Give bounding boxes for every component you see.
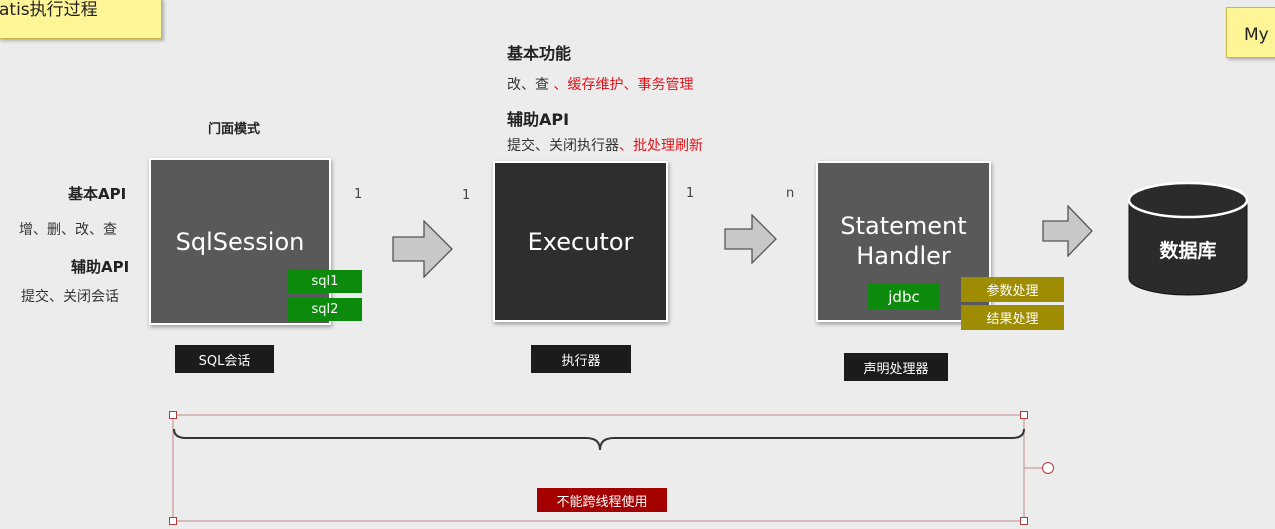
session-multiplicity: 1 <box>354 187 363 202</box>
handler-in-multiplicity: n <box>786 186 795 201</box>
jdbc-tag[interactable]: jdbc <box>868 284 940 309</box>
executor-caption[interactable]: 执行器 <box>531 345 631 373</box>
resize-handle-br[interactable] <box>1020 517 1028 525</box>
database-label: 数据库 <box>1159 240 1217 262</box>
sqlsession-label: SqlSession <box>175 227 305 256</box>
sqlsession-box[interactable]: SqlSession <box>149 158 331 325</box>
facade-label: 门面模式 <box>208 122 261 137</box>
sql2-tag[interactable]: sql2 <box>288 298 362 321</box>
aux-api-title: 辅助API <box>71 258 130 276</box>
executor-basic-title: 基本功能 <box>507 44 572 63</box>
param-processing-tag[interactable]: 参数处理 <box>961 277 1064 302</box>
executor-label: Executor <box>527 227 634 256</box>
executor-out-multiplicity: 1 <box>686 186 695 201</box>
executor-aux-extra: 、批处理刷新 <box>619 138 703 154</box>
thread-scope-frame[interactable] <box>166 408 1076 529</box>
sqlsession-caption[interactable]: SQL会话 <box>175 345 274 373</box>
resize-handle-tl[interactable] <box>169 411 177 419</box>
resize-handle-tr[interactable] <box>1020 411 1028 419</box>
title-note-text: atis执行过程 <box>0 0 98 20</box>
title-note[interactable]: atis执行过程 <box>0 0 162 39</box>
result-processing-tag[interactable]: 结果处理 <box>961 305 1064 330</box>
arrow-session-to-executor-icon <box>392 220 453 278</box>
basic-api-title: 基本API <box>68 185 127 203</box>
basic-api-items: 增、删、改、查 <box>19 222 117 238</box>
executor-box[interactable]: Executor <box>493 161 668 322</box>
executor-basic-extra: 、缓存维护、事务管理 <box>553 77 694 93</box>
right-note-text: My <box>1244 25 1269 45</box>
statement-handler-line2: Handler <box>856 242 951 270</box>
executor-basic-line: 改、查 、缓存维护、事务管理 <box>507 74 693 94</box>
sql1-tag[interactable]: sql1 <box>288 270 362 293</box>
statement-handler-caption[interactable]: 声明处理器 <box>844 353 948 381</box>
arrow-executor-to-handler-icon <box>724 214 777 264</box>
arrow-handler-to-database-icon <box>1042 205 1093 257</box>
executor-aux-line: 提交、关闭执行器、批处理刷新 <box>507 135 703 155</box>
thread-warning-tag[interactable]: 不能跨线程使用 <box>537 488 667 512</box>
statement-handler-line1: Statement <box>840 212 967 240</box>
aux-api-items: 提交、关闭会话 <box>21 289 119 305</box>
executor-basic-items: 改、查 <box>507 77 549 93</box>
executor-aux-items: 提交、关闭执行器 <box>507 138 619 154</box>
database-icon[interactable] <box>1126 181 1250 297</box>
right-note[interactable]: My <box>1226 7 1275 58</box>
executor-in-multiplicity: 1 <box>462 188 471 203</box>
resize-handle-bl[interactable] <box>169 517 177 525</box>
executor-aux-title: 辅助API <box>507 110 570 129</box>
